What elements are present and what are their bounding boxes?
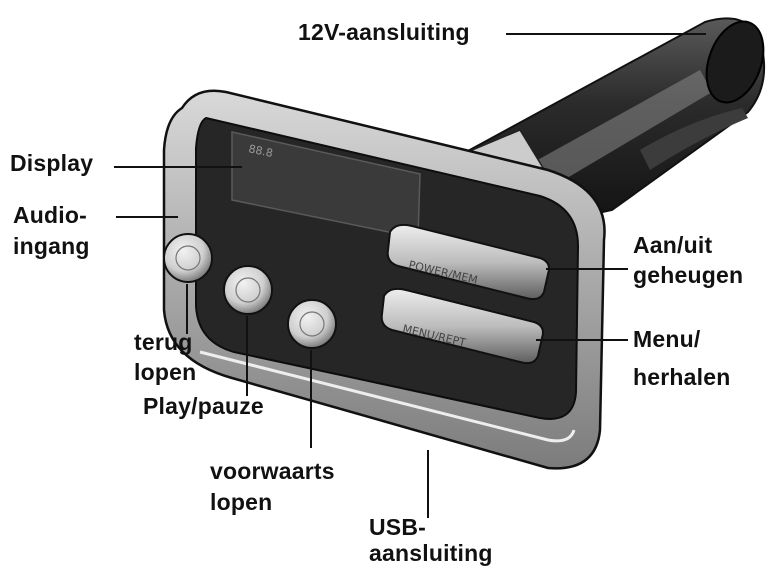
leader-back [186,284,188,334]
label-forward-line2: lopen [210,489,273,515]
button-forward [287,299,337,349]
leader-forward [310,350,312,448]
label-on-off-line2: geheugen [633,262,744,288]
button-back [163,233,213,283]
label-play-pause: Play/pauze [143,393,264,419]
label-usb-line2: aansluiting [369,540,493,566]
button-menu-rept: MENU/REPT [380,287,544,365]
label-menu-line1: Menu/ [633,326,701,352]
leader-12v [506,33,706,35]
leader-audio-input [116,216,178,218]
leader-menu [536,339,628,341]
label-menu-line2: herhalen [633,364,731,390]
leader-display [114,166,242,168]
svg-text:88.8: 88.8 [247,142,274,160]
label-12v-connector: 12V-aansluiting [298,19,470,45]
label-back-line1: terug [134,329,193,355]
button-play-pause [223,265,273,315]
label-on-off-line1: Aan/uit [633,232,713,258]
label-audio-input-line2: ingang [13,233,90,259]
leader-play-pause [246,316,248,396]
label-back-line2: lopen [134,359,197,385]
leader-on-off [546,268,628,270]
label-display: Display [10,150,94,176]
leader-usb [427,450,429,518]
label-audio-input-line1: Audio- [13,202,88,228]
label-forward-line1: voorwaarts [210,458,335,484]
label-usb-line1: USB- [369,514,427,540]
